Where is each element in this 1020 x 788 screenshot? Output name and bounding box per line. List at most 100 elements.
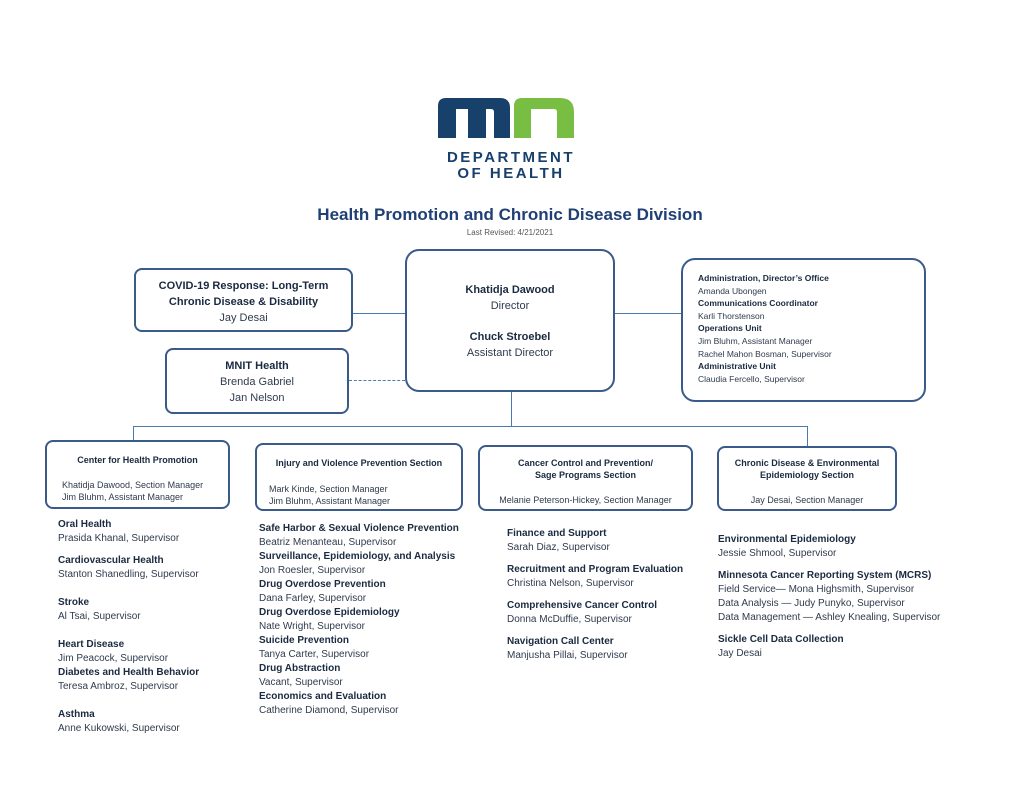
unit-heading: Heart Disease xyxy=(58,639,125,650)
covid-lead-name: Jay Desai xyxy=(219,312,268,324)
section-box-center-health-promotion: Center for Health Promotion Khatidja Daw… xyxy=(45,440,230,509)
unit-staff-name: Tanya Carter, Supervisor xyxy=(259,649,370,660)
section-title: Center for Health Promotion xyxy=(77,455,198,465)
unit-staff-name: Jessie Shmool, Supervisor xyxy=(718,548,837,559)
unit-staff-name: Vacant, Supervisor xyxy=(259,677,343,688)
unit-staff-name: Stanton Shanedling, Supervisor xyxy=(58,569,199,580)
admin-staff-name: Rachel Mahon Bosman, Supervisor xyxy=(698,348,832,359)
section-box-cancer-control-sage: Cancer Control and Prevention/ Sage Prog… xyxy=(478,445,693,511)
logo-text-line2: OF HEALTH xyxy=(457,165,565,182)
covid-response-box: COVID-19 Response: Long-Term Chronic Dis… xyxy=(134,268,353,332)
mn-department-of-health-logo xyxy=(438,98,574,138)
connector-horizontal-bar xyxy=(133,426,808,427)
director-name: Khatidja Dawood xyxy=(465,284,555,296)
unit-staff-name: Sarah Diaz, Supervisor xyxy=(507,542,610,553)
section-assistant-manager: Jim Bluhm, Assistant Manager xyxy=(269,496,391,506)
unit-staff-name: Data Analysis — Judy Punyko, Supervisor xyxy=(718,598,905,609)
section-assistant-manager: Jim Bluhm, Assistant Manager xyxy=(62,492,184,502)
unit-heading: Finance and Support xyxy=(507,528,607,539)
unit-group: Minnesota Cancer Reporting System (MCRS)… xyxy=(718,569,940,625)
connector-mnit-director xyxy=(349,380,405,381)
logo-text-line1: DEPARTMENT xyxy=(446,149,576,166)
unit-staff-name: Jay Desai xyxy=(718,648,762,659)
unit-staff-name: Al Tsai, Supervisor xyxy=(58,611,141,622)
section-title: Cancer Control and Prevention/ xyxy=(517,458,654,468)
unit-heading: Drug Abstraction xyxy=(259,663,341,674)
unit-heading: Safe Harbor & Sexual Violence Prevention xyxy=(259,523,459,534)
mnit-name-1: Brenda Gabriel xyxy=(220,376,294,388)
unit-heading: Recruitment and Program Evaluation xyxy=(507,564,684,575)
mnit-health-box: MNIT Health Brenda Gabriel Jan Nelson xyxy=(165,348,349,414)
section-title-line2: Epidemiology Section xyxy=(759,470,854,480)
unit-heading: Drug Overdose Epidemiology xyxy=(259,607,400,618)
unit-staff-name: Manjusha Pillai, Supervisor xyxy=(507,650,628,661)
covid-title-line2: Chronic Disease & Disability xyxy=(168,296,319,308)
connector-to-section1 xyxy=(133,426,134,440)
unit-group: Surveillance, Epidemiology, and Analysis… xyxy=(259,550,459,578)
unit-heading: Economics and Evaluation xyxy=(259,691,387,702)
unit-staff-name: Jon Roesler, Supervisor xyxy=(259,565,366,576)
unit-staff-name: Field Service— Mona Highsmith, Superviso… xyxy=(718,584,915,595)
assistant-director-name: Chuck Stroebel xyxy=(469,331,551,343)
unit-heading: Diabetes and Health Behavior xyxy=(58,667,200,678)
admin-staff-name: Claudia Fercello, Supervisor xyxy=(698,373,805,384)
unit-heading: Stroke xyxy=(58,597,90,608)
unit-heading: Asthma xyxy=(58,709,95,720)
admin-unit-heading: Communications Coordinator xyxy=(698,298,818,309)
admin-staff-name: Karli Thorstenson xyxy=(698,310,765,321)
assistant-director-role: Assistant Director xyxy=(466,347,554,359)
units-column-injury-violence: Safe Harbor & Sexual Violence Prevention… xyxy=(259,522,459,718)
director-role: Director xyxy=(490,300,530,312)
last-revised: Last Revised: 4/21/2021 xyxy=(466,228,554,237)
section-manager: Melanie Peterson-Hickey, Section Manager xyxy=(499,495,672,505)
unit-heading: Environmental Epidemiology xyxy=(718,534,856,545)
admin-unit-heading: Operations Unit xyxy=(698,323,762,334)
connector-covid-director xyxy=(353,313,405,314)
unit-heading: Navigation Call Center xyxy=(507,636,614,647)
unit-staff-name: Anne Kukowski, Supervisor xyxy=(58,723,180,734)
connector-director-down xyxy=(511,392,512,426)
admin-unit-heading: Administration, Director’s Office xyxy=(698,273,829,283)
unit-staff-name: Teresa Ambroz, Supervisor xyxy=(58,681,179,692)
unit-staff-name: Catherine Diamond, Supervisor xyxy=(259,705,399,716)
unit-staff-name: Nate Wright, Supervisor xyxy=(259,621,365,632)
section-manager: Khatidja Dawood, Section Manager xyxy=(62,480,204,490)
unit-staff-name: Donna McDuffie, Supervisor xyxy=(507,614,632,625)
section-title: Chronic Disease & Environmental xyxy=(734,458,880,468)
unit-heading: Cardiovascular Health xyxy=(58,555,164,566)
unit-staff-name: Beatriz Menanteau, Supervisor xyxy=(259,537,397,548)
unit-heading: Drug Overdose Prevention xyxy=(259,579,386,590)
connector-to-section4 xyxy=(807,426,808,446)
unit-heading: Oral Health xyxy=(58,519,112,530)
section-box-chronic-disease-environmental-epi: Chronic Disease & Environmental Epidemio… xyxy=(717,446,897,511)
unit-heading: Sickle Cell Data Collection xyxy=(718,634,844,645)
unit-group: Stroke Al Tsai, Supervisor xyxy=(58,596,199,624)
admin-staff-name: Amanda Ubongen xyxy=(698,285,767,296)
mnit-name-2: Jan Nelson xyxy=(229,392,285,404)
admin-staff-name: Jim Bluhm, Assistant Manager xyxy=(698,335,813,346)
unit-staff-name: Christina Nelson, Supervisor xyxy=(507,578,634,589)
unit-heading: Minnesota Cancer Reporting System (MCRS) xyxy=(718,570,932,581)
unit-group: Safe Harbor & Sexual Violence Prevention… xyxy=(259,522,459,550)
section-title-line2: Sage Programs Section xyxy=(534,470,637,480)
section-manager: Jay Desai, Section Manager xyxy=(750,495,864,505)
